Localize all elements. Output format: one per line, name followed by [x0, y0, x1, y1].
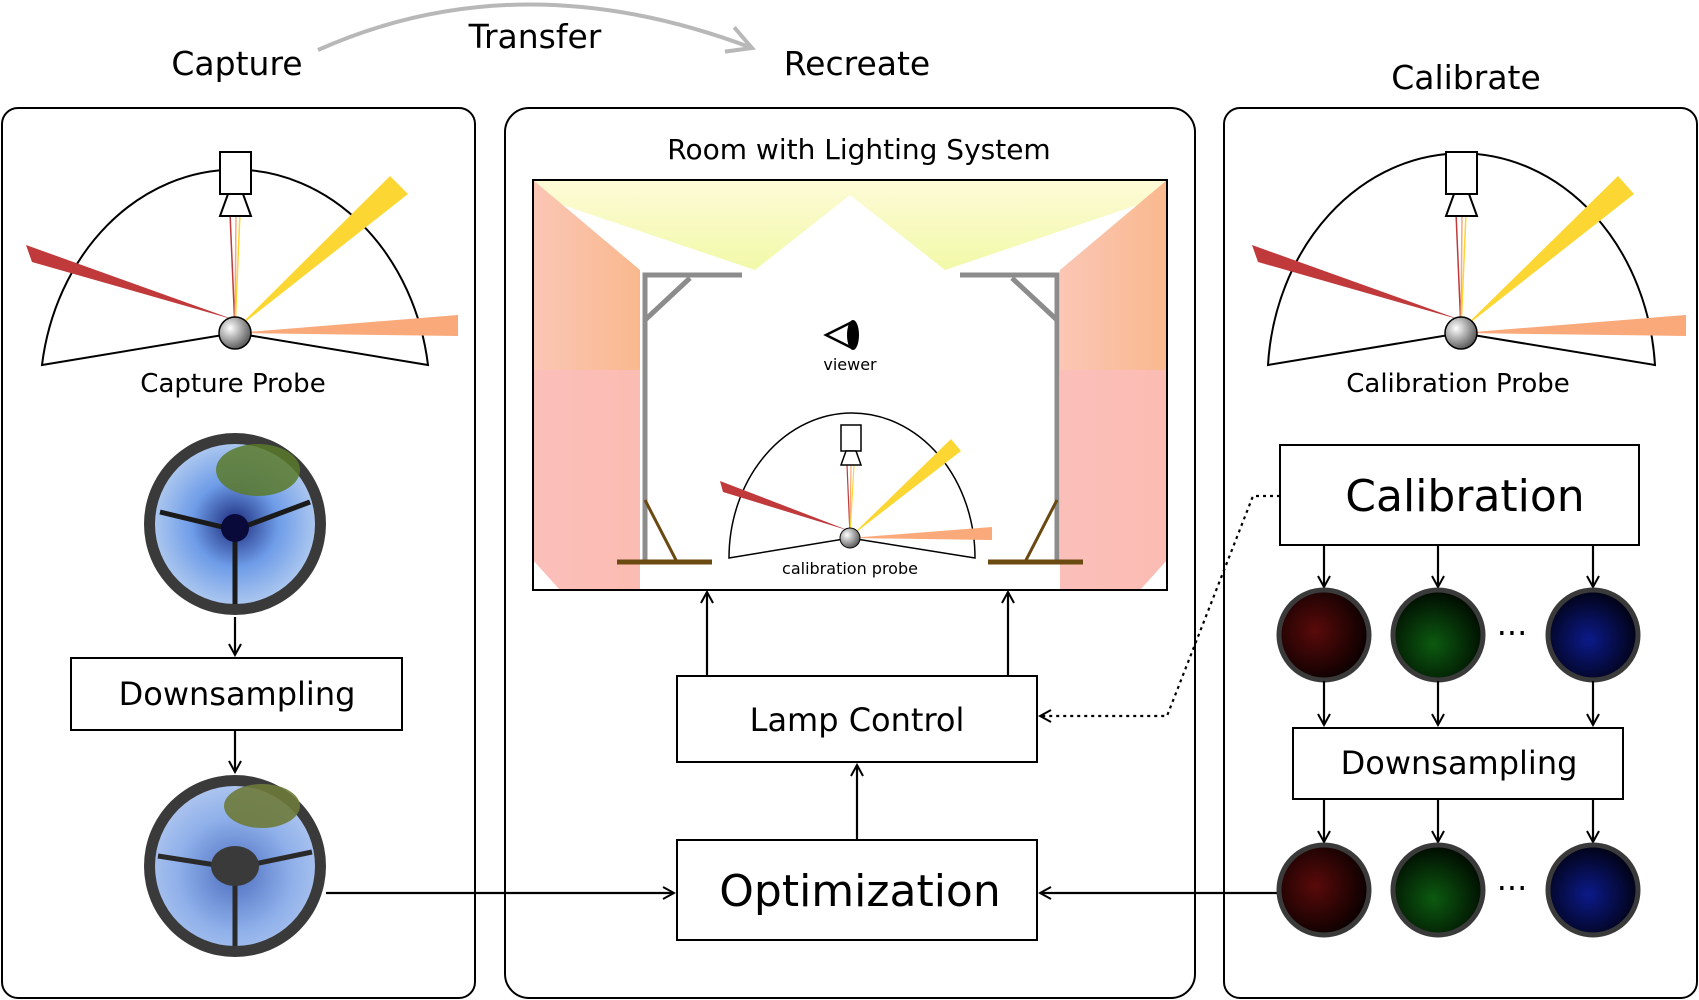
green-basis-image — [1390, 587, 1486, 683]
room-title: Room with Lighting System — [667, 133, 1050, 166]
calibration-probe-diagram — [1252, 151, 1686, 367]
calibrate-downsampling-box — [1292, 727, 1624, 800]
camera-icon — [219, 151, 252, 195]
calibration-probe-label: Calibration Probe — [1346, 369, 1569, 399]
optimization-box — [676, 839, 1038, 941]
stage-transfer-label: Transfer — [468, 17, 602, 56]
room-frame — [532, 179, 1168, 591]
stage-capture-label: Capture — [171, 44, 302, 83]
probe-ball-icon — [218, 316, 252, 350]
calibration-camera-icon — [1445, 151, 1478, 195]
calibration-box — [1279, 444, 1640, 546]
blue-downsampled-image — [1545, 842, 1641, 938]
lamp-control-box — [676, 675, 1038, 763]
capture-probe-diagram — [26, 151, 458, 367]
room-calibration-probe-label: calibration probe — [782, 559, 918, 578]
blue-basis-image — [1545, 587, 1641, 683]
capture-probe-label: Capture Probe — [140, 369, 325, 399]
capture-downsampling-box — [70, 657, 403, 731]
ceiling-glow — [533, 180, 1167, 270]
right-lamp-stand — [960, 272, 1060, 562]
calibration-label: Calibration — [1345, 471, 1584, 522]
lamp-control-label: Lamp Control — [750, 701, 965, 739]
downsampled-fisheye-image — [144, 775, 326, 957]
left-lamp-stand — [642, 272, 742, 562]
room-camera-icon — [840, 424, 862, 452]
orange-light-beam — [235, 315, 458, 336]
green-downsampled-image — [1390, 842, 1486, 938]
stage-calibrate-label: Calibrate — [1391, 58, 1541, 97]
calibrate-downsampling-label: Downsampling — [1341, 744, 1578, 782]
viewer-label: viewer — [823, 355, 877, 374]
red-basis-image — [1276, 587, 1372, 683]
ellipsis-bottom: ... — [1497, 860, 1528, 898]
optimization-label: Optimization — [719, 866, 1000, 917]
room-illustration — [532, 179, 1168, 591]
red-downsampled-image — [1276, 842, 1372, 938]
yellow-light-beam — [235, 176, 408, 330]
ellipsis-top: ... — [1497, 605, 1528, 643]
stage-recreate-label: Recreate — [784, 44, 931, 83]
capture-downsampling-label: Downsampling — [119, 675, 356, 713]
captured-fisheye-image — [144, 433, 326, 615]
red-light-beam — [26, 245, 235, 320]
transfer-arrow — [317, 2, 752, 50]
